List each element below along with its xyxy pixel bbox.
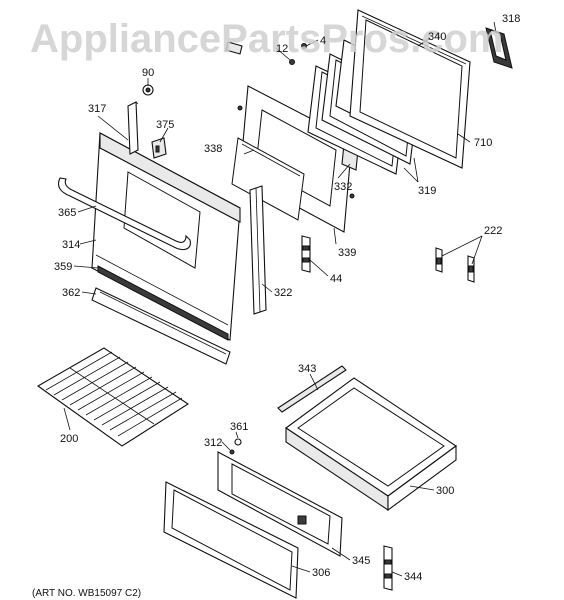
- callout-338: 338: [204, 143, 222, 155]
- callout-361: 361: [230, 421, 248, 433]
- hinge-318: [485, 27, 513, 69]
- drawer-panel-306: [163, 481, 299, 599]
- callout-339: 339: [338, 247, 356, 259]
- storage-drawer-300: [285, 377, 457, 512]
- callout-318: 318: [502, 13, 520, 25]
- callout-200: 200: [60, 433, 78, 445]
- trim-359: [97, 265, 229, 341]
- hinge-bracket-375: [151, 137, 167, 159]
- callout-332: 332: [334, 181, 352, 193]
- callout-340: 340: [428, 31, 446, 43]
- vent-clip: [225, 41, 243, 55]
- slide-344: [383, 545, 393, 591]
- callout-312: 312: [204, 437, 222, 449]
- callout-labels: 318 12 4 340 90 317 375 710 338 332 319 …: [54, 13, 520, 583]
- callout-322: 322: [274, 287, 292, 299]
- trim-362: [91, 287, 231, 365]
- watermark-text: AppliancePartsPros.com: [30, 17, 504, 61]
- callout-44: 44: [330, 273, 342, 285]
- callout-222: 222: [484, 225, 502, 237]
- callout-359: 359: [54, 261, 72, 273]
- door-frame-340: [349, 9, 471, 169]
- screw-12: [289, 59, 295, 65]
- oven-rack-200: [36, 347, 190, 447]
- door-handle: [57, 177, 191, 251]
- callout-345: 345: [352, 555, 370, 567]
- art-number: (ART NO. WB15097 C2): [32, 588, 141, 599]
- callout-710: 710: [474, 137, 492, 149]
- callout-319: 319: [418, 185, 436, 197]
- latch-44: [301, 235, 311, 273]
- leader-lines: [63, 21, 497, 577]
- callout-12: 12: [276, 43, 288, 55]
- callout-317: 317: [88, 103, 106, 115]
- door-top-trim: [99, 132, 241, 223]
- callout-362: 362: [62, 287, 80, 299]
- drawer-rail-343: [277, 365, 347, 413]
- callout-300: 300: [436, 485, 454, 497]
- callout-344: 344: [404, 571, 422, 583]
- callout-343: 343: [298, 363, 316, 375]
- screw-361: [234, 438, 242, 446]
- callout-4: 4: [320, 35, 326, 47]
- callout-375: 375: [156, 119, 174, 131]
- callout-90: 90: [142, 67, 154, 79]
- callout-306: 306: [312, 567, 330, 579]
- callout-314: 314: [62, 239, 80, 251]
- drawer-frame-345: [217, 451, 343, 557]
- door-glass-338: [231, 137, 305, 221]
- hinges-222: [435, 247, 475, 283]
- screw-312: [229, 449, 235, 455]
- screw-90: [142, 84, 154, 96]
- door-post-317: [127, 101, 139, 155]
- callout-365: 365: [58, 207, 76, 219]
